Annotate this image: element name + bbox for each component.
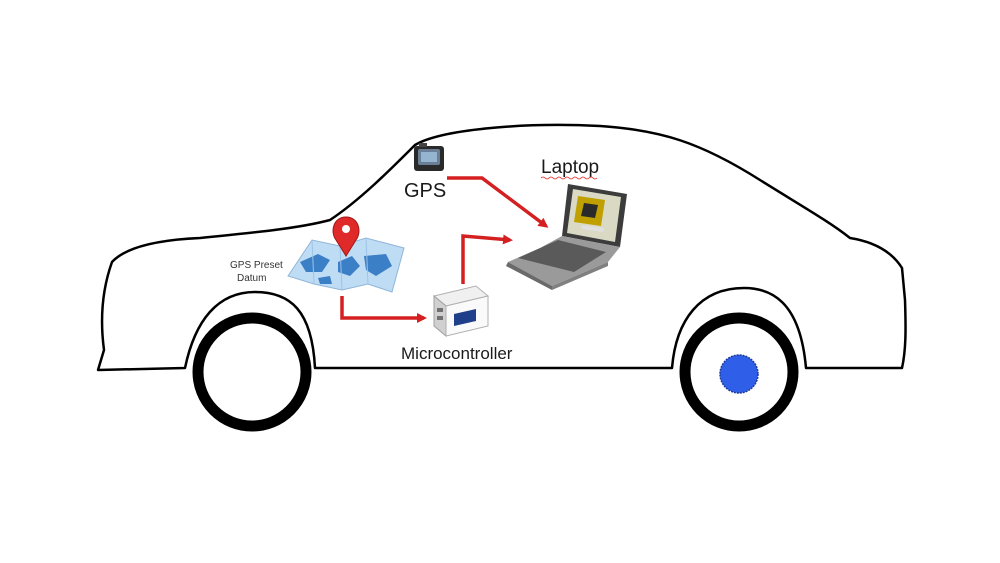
microcontroller-label: Microcontroller	[401, 344, 513, 363]
gps-device-icon	[414, 143, 444, 171]
datum-label-line2: Datum	[237, 273, 266, 284]
front-wheel	[192, 312, 312, 432]
arrow-microcontroller-to-laptop	[461, 234, 513, 284]
arrow-map-to-microcontroller	[340, 296, 427, 323]
gps-label: GPS	[404, 180, 446, 202]
microcontroller-icon	[432, 285, 490, 338]
laptop-spellcheck-underline	[540, 176, 598, 180]
laptop-icon	[506, 184, 627, 290]
datum-label-line1: GPS Preset	[230, 260, 283, 271]
wheel-hub	[719, 354, 759, 394]
laptop-label: Laptop	[541, 157, 599, 178]
location-pin-icon	[332, 216, 360, 257]
rear-wheel	[679, 312, 799, 432]
arrow-gps-to-laptop	[447, 176, 549, 228]
map-icon	[287, 237, 405, 293]
car-body-outline	[96, 123, 907, 372]
